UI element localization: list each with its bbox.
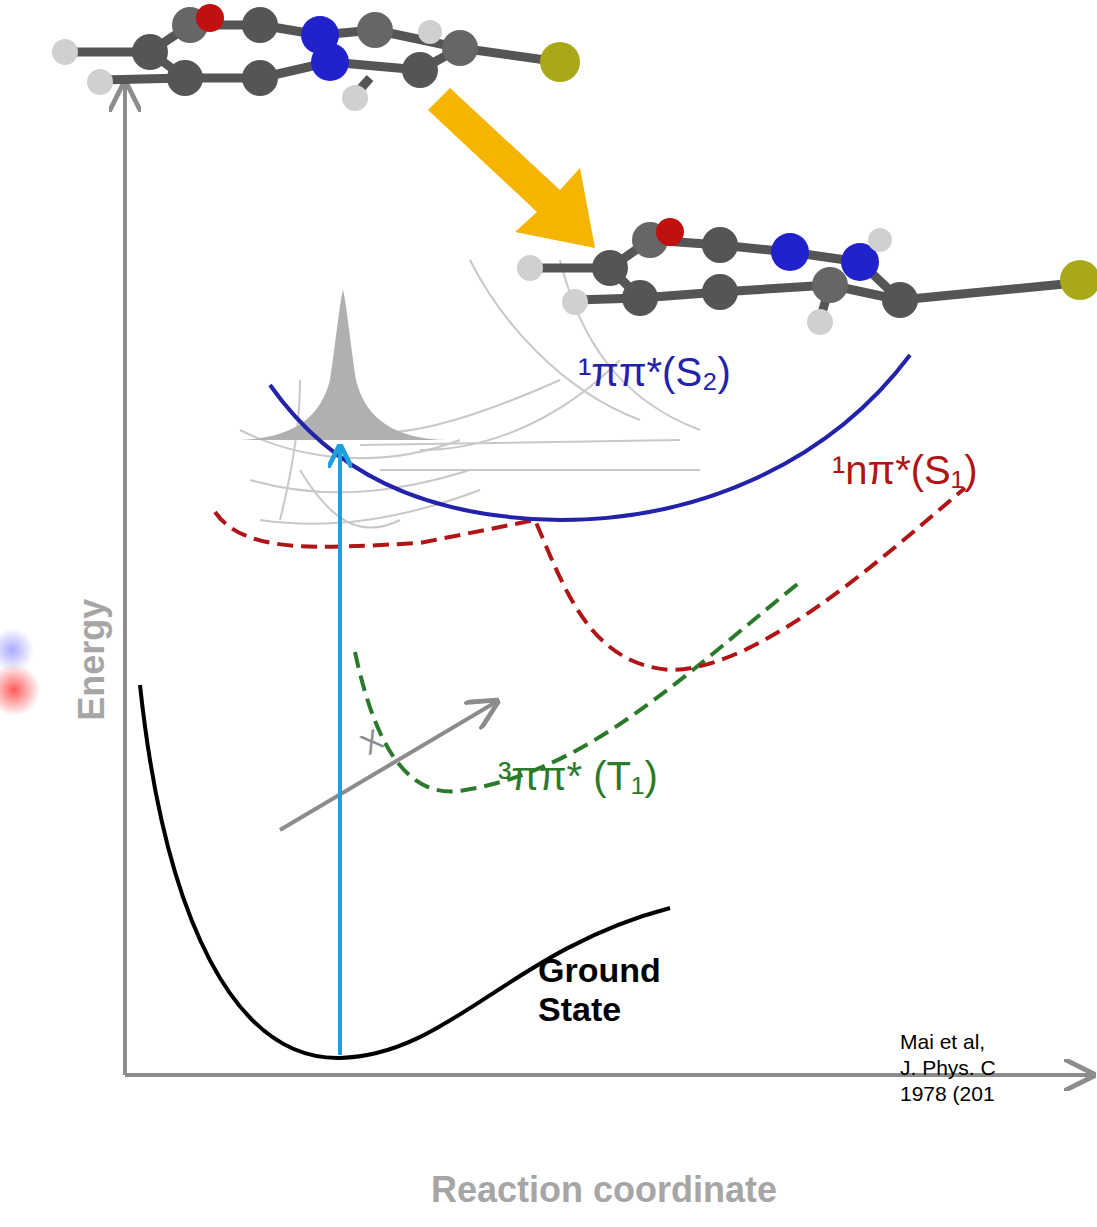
citation: J. Phys. C: [900, 1056, 996, 1080]
state-label: ¹ππ*(S₂): [578, 349, 731, 395]
npi-curve: [215, 488, 965, 670]
citation: 1978 (201: [900, 1082, 995, 1106]
state-label: ¹nπ*(S₁): [832, 447, 978, 493]
molecule-distorted: [517, 218, 1097, 335]
wavepacket: [240, 290, 445, 440]
transition-arrow: [428, 88, 595, 248]
axis-label: Reaction coordinate: [431, 1169, 777, 1210]
molecule-planar: [52, 4, 580, 111]
axis-label: X: [355, 722, 390, 762]
axis-label: Energy: [71, 599, 112, 721]
axes: [125, 84, 1092, 1075]
curve-label: Ground State: [538, 951, 688, 1029]
orbital-blob: [0, 664, 40, 716]
state-label: ³ππ* (T₁): [498, 753, 658, 799]
excitation-arrow: [338, 448, 342, 1055]
citation: Mai et al,: [900, 1030, 985, 1054]
